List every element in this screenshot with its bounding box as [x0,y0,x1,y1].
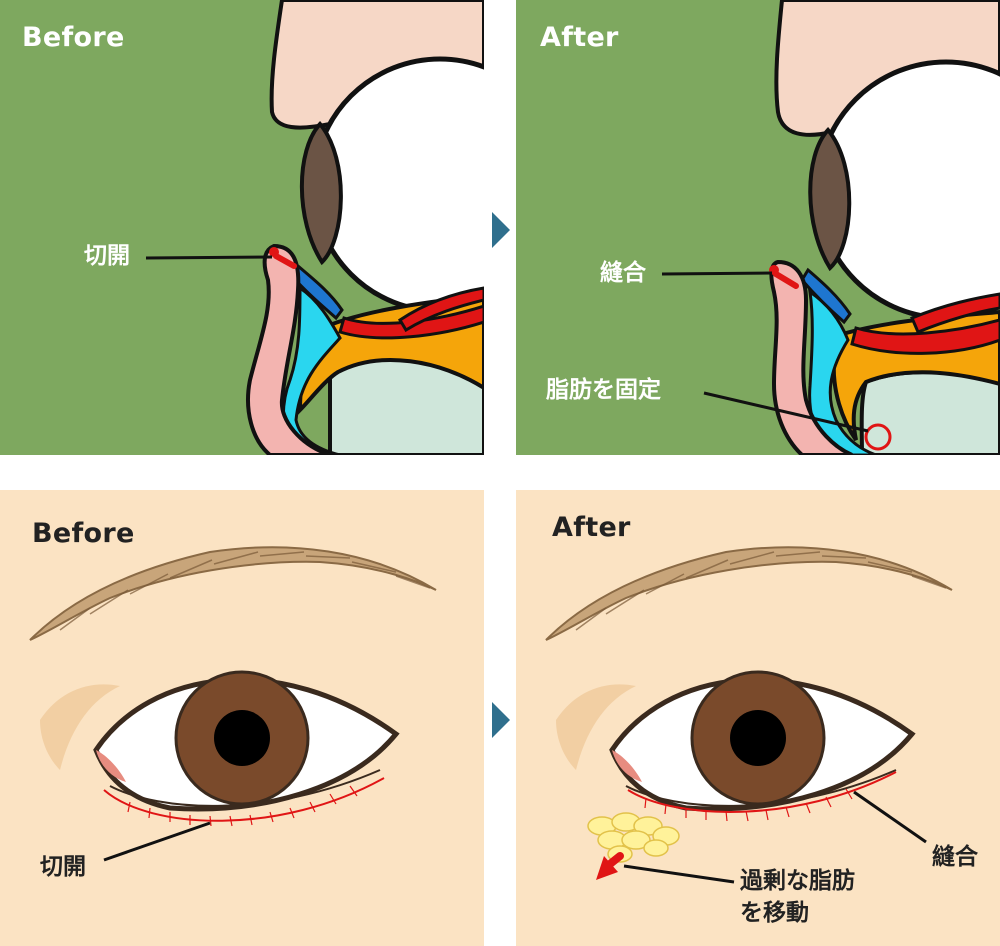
incision-leader-line [103,821,211,862]
suture-line [627,771,897,813]
right-arrow-icon [492,212,510,248]
fat-move-arrow [606,852,624,868]
cross-section-before-illustration [145,0,484,455]
suture-leader-line [661,271,773,276]
label-incision: 切開 [84,243,130,269]
lower-eyelid [769,259,853,455]
front-eye-before-panel: Before 切開 [0,490,484,946]
fat-move-leader-line [623,864,735,884]
pupil [730,710,786,766]
front-eye-before-illustration [29,546,437,862]
front-eye-after-illustration [545,546,953,884]
fat-fix-leader-line [703,391,869,433]
conjunctiva [808,288,877,455]
incision-leader-line [145,255,273,260]
suture-leader-line [853,790,927,844]
caruncle [96,750,126,782]
caruncle [612,750,642,782]
label-fat-move-line1: 過剰な脂肪 [740,868,855,894]
label-suture: 縫合 [600,260,646,286]
incision-line [103,777,385,822]
label-suture: 縫合 [932,844,978,870]
label-fat-fixation: 脂肪を固定 [546,377,661,403]
cornea [299,120,343,266]
cross-section-after-illustration [661,0,1000,455]
label-incision: 切開 [40,854,86,880]
front-eye-after-panel: After 縫合 過剰な脂肪 を移動 [516,490,1000,946]
right-arrow-icon [492,702,510,738]
conjunctiva [281,285,342,455]
cross-section-after-panel: After 縫合 脂肪を固定 [516,0,1000,455]
eyebrow [545,546,953,641]
cornea [808,126,852,272]
panel-title-before: Before [32,518,135,549]
excess-fat [587,812,680,863]
panel-title-after: After [540,22,619,53]
eyebrow [29,546,437,641]
pupil [214,710,270,766]
cross-section-before-panel: Before 切開 [0,0,484,455]
panel-title-before: Before [22,22,125,53]
fat-fixation-marker [864,423,892,451]
label-fat-move-line2: を移動 [740,900,809,926]
lower-eyelid [246,243,331,455]
panel-title-after: After [552,512,631,543]
